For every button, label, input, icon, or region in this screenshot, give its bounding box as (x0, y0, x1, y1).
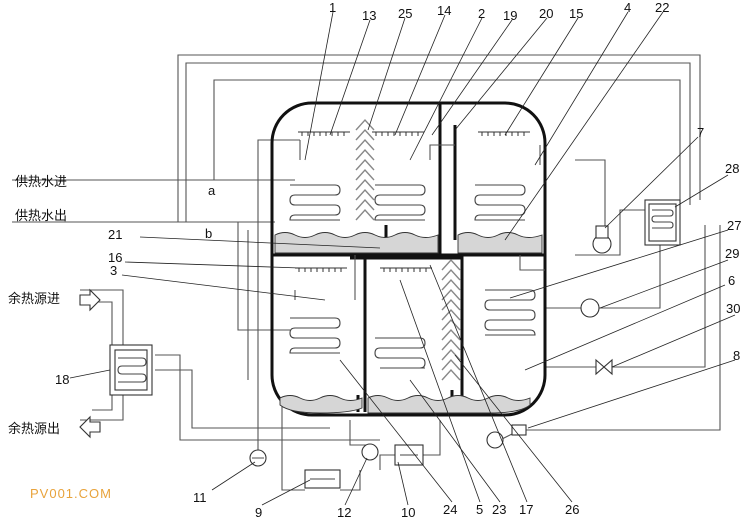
part-15: 15 (569, 6, 583, 21)
io-labels: 供热水进 供热水出 余热源进 余热源出 a b (8, 175, 216, 437)
part-8: 8 (733, 348, 740, 363)
part-26: 26 (565, 502, 579, 517)
label-waste-in: 余热源进 (8, 291, 60, 307)
part-24: 24 (443, 502, 457, 517)
part-28: 28 (725, 161, 739, 176)
part-7: 7 (697, 125, 704, 140)
part-29: 29 (725, 246, 739, 261)
part-9: 9 (255, 505, 262, 520)
heat-exchanger-10 (394, 444, 424, 466)
watermark: PV001.COM (30, 486, 112, 501)
leader-lines (69, 11, 736, 506)
heat-exchanger-28 (644, 199, 681, 246)
label-supply-in: 供热水进 (15, 175, 67, 190)
part-20: 20 (539, 6, 553, 21)
part-30: 30 (726, 301, 740, 316)
part-27: 27 (727, 218, 741, 233)
internal-partitions (272, 103, 545, 412)
part-19: 19 (503, 8, 517, 23)
internal-pipes (294, 140, 545, 300)
part-1: 1 (329, 0, 336, 15)
part-18: 18 (55, 372, 69, 387)
heat-exchange-coils (289, 184, 536, 369)
label-point-a: a (208, 183, 216, 198)
flow-arrows (79, 288, 101, 439)
part-21: 21 (108, 227, 122, 242)
label-supply-out: 供热水出 (15, 209, 67, 224)
pump-11 (249, 449, 267, 467)
part-5: 5 (476, 502, 483, 517)
mist-eliminators (355, 118, 461, 381)
part-11: 11 (193, 490, 207, 505)
heat-exchanger-9 (304, 469, 341, 489)
part-14: 14 (437, 3, 451, 18)
part-13: 13 (362, 8, 376, 23)
pump-7 (592, 225, 612, 254)
part-22: 22 (655, 0, 669, 15)
part-2: 2 (478, 6, 485, 21)
part-16: 16 (108, 250, 122, 265)
part-numbers: 1 13 25 14 2 19 20 15 4 22 7 28 21 27 16… (55, 0, 741, 520)
label-waste-out: 余热源出 (8, 421, 60, 437)
part-23: 23 (492, 502, 506, 517)
part-25: 25 (398, 6, 412, 21)
pump-29 (580, 298, 600, 318)
pump-12 (361, 443, 379, 461)
heat-exchanger-18 (109, 344, 153, 396)
label-point-b: b (205, 226, 212, 241)
pump-8 (486, 424, 527, 449)
liquid-pools (274, 232, 543, 414)
part-10: 10 (401, 505, 415, 520)
part-6: 6 (728, 273, 735, 288)
part-4: 4 (624, 0, 631, 15)
valve-30 (595, 358, 613, 376)
spray-headers (295, 131, 530, 272)
part-3: 3 (110, 263, 117, 278)
part-17: 17 (519, 502, 533, 517)
part-12: 12 (337, 505, 351, 520)
